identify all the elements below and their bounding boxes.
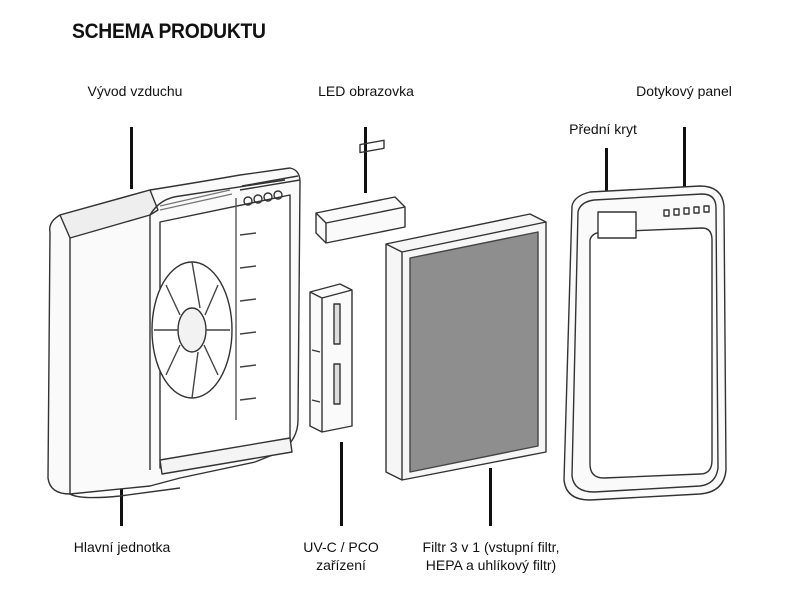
- pointer-front-cover: [605, 148, 608, 194]
- pointer-main-unit: [120, 478, 123, 526]
- pointer-led-screen: [364, 127, 367, 193]
- page-title: SCHEMA PRODUKTU: [72, 20, 266, 43]
- pointer-touch-panel: [683, 127, 686, 187]
- label-uvc-line2: zařízení: [316, 557, 366, 573]
- touch-panel-buttons: [663, 205, 710, 217]
- label-air-outlet-text: Vývod vzduchu: [87, 83, 183, 99]
- label-main-unit: Hlavní jednotka: [73, 539, 171, 555]
- label-touch-panel: Dotykový panel: [636, 83, 732, 99]
- led-screen-module: [315, 139, 406, 244]
- three-in-one-filter: [385, 213, 547, 481]
- pointer-filter: [489, 468, 492, 526]
- label-filter: Filtr 3 v 1 (vstupní filtr, HEPA a uhlík…: [423, 538, 560, 574]
- label-filter-line2: HEPA a uhlíkový filtr): [425, 557, 557, 573]
- pointer-air-outlet: [130, 127, 133, 189]
- uvc-pco-device: [309, 283, 353, 433]
- label-front-cover: Přední kryt: [569, 121, 637, 137]
- label-uvc-line1: UV-C / PCO: [303, 539, 379, 555]
- pointer-uvc-device: [340, 442, 343, 526]
- label-led-screen: LED obrazovka: [318, 83, 414, 99]
- label-air-outlet: Vývod vzduchu: [88, 82, 183, 100]
- label-uvc-device: UV-C / PCO zařízení: [303, 538, 378, 574]
- label-filter-line1: Filtr 3 v 1 (vstupní filtr,: [422, 539, 560, 555]
- main-unit-housing: [47, 167, 301, 499]
- front-cover: [563, 185, 727, 501]
